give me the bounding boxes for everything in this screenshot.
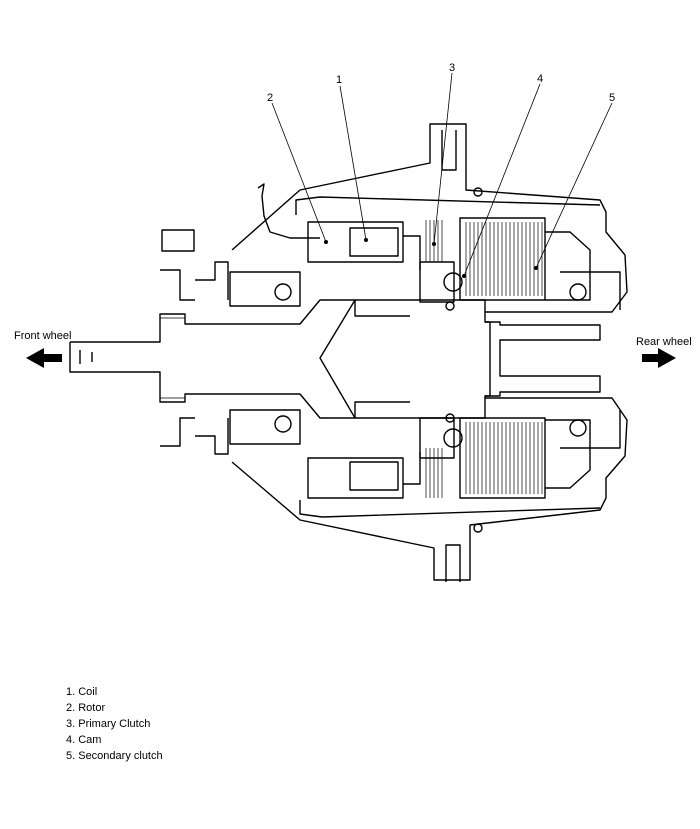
leader-lines	[271, 72, 613, 278]
rear-inner-parts	[545, 231, 621, 489]
rear-wheel-arrow	[642, 348, 676, 368]
front-wheel-label: Front wheel	[14, 330, 71, 342]
callout-2: 2	[267, 92, 273, 104]
legend-item: 3. Primary Clutch	[66, 718, 151, 730]
callout-1: 1	[336, 74, 342, 86]
secondary-clutch-pack	[459, 217, 546, 499]
callout-3: 3	[449, 62, 455, 74]
rear-wheel-label: Rear wheel	[636, 336, 692, 348]
legend-item: 2. Rotor	[66, 702, 106, 714]
legend-item: 5. Secondary clutch	[66, 750, 163, 762]
secondary-clutch-plates	[465, 222, 543, 494]
front-wheel-arrow	[26, 348, 62, 368]
housing	[231, 123, 628, 582]
legend-item: 4. Cam	[66, 734, 102, 746]
cam	[419, 261, 463, 459]
callout-5: 5	[609, 92, 615, 104]
connector-box	[161, 229, 195, 252]
parts-legend: 1. Coil 2. Rotor 3. Primary Clutch 4. Ca…	[66, 684, 163, 764]
input-shaft	[70, 299, 410, 343]
wire-lead	[257, 183, 320, 239]
legend-item: 1. Coil	[66, 686, 98, 698]
callout-4: 4	[537, 73, 543, 85]
output-hub	[319, 299, 601, 419]
front-bearings	[160, 261, 301, 455]
coil-assembly	[307, 221, 421, 499]
